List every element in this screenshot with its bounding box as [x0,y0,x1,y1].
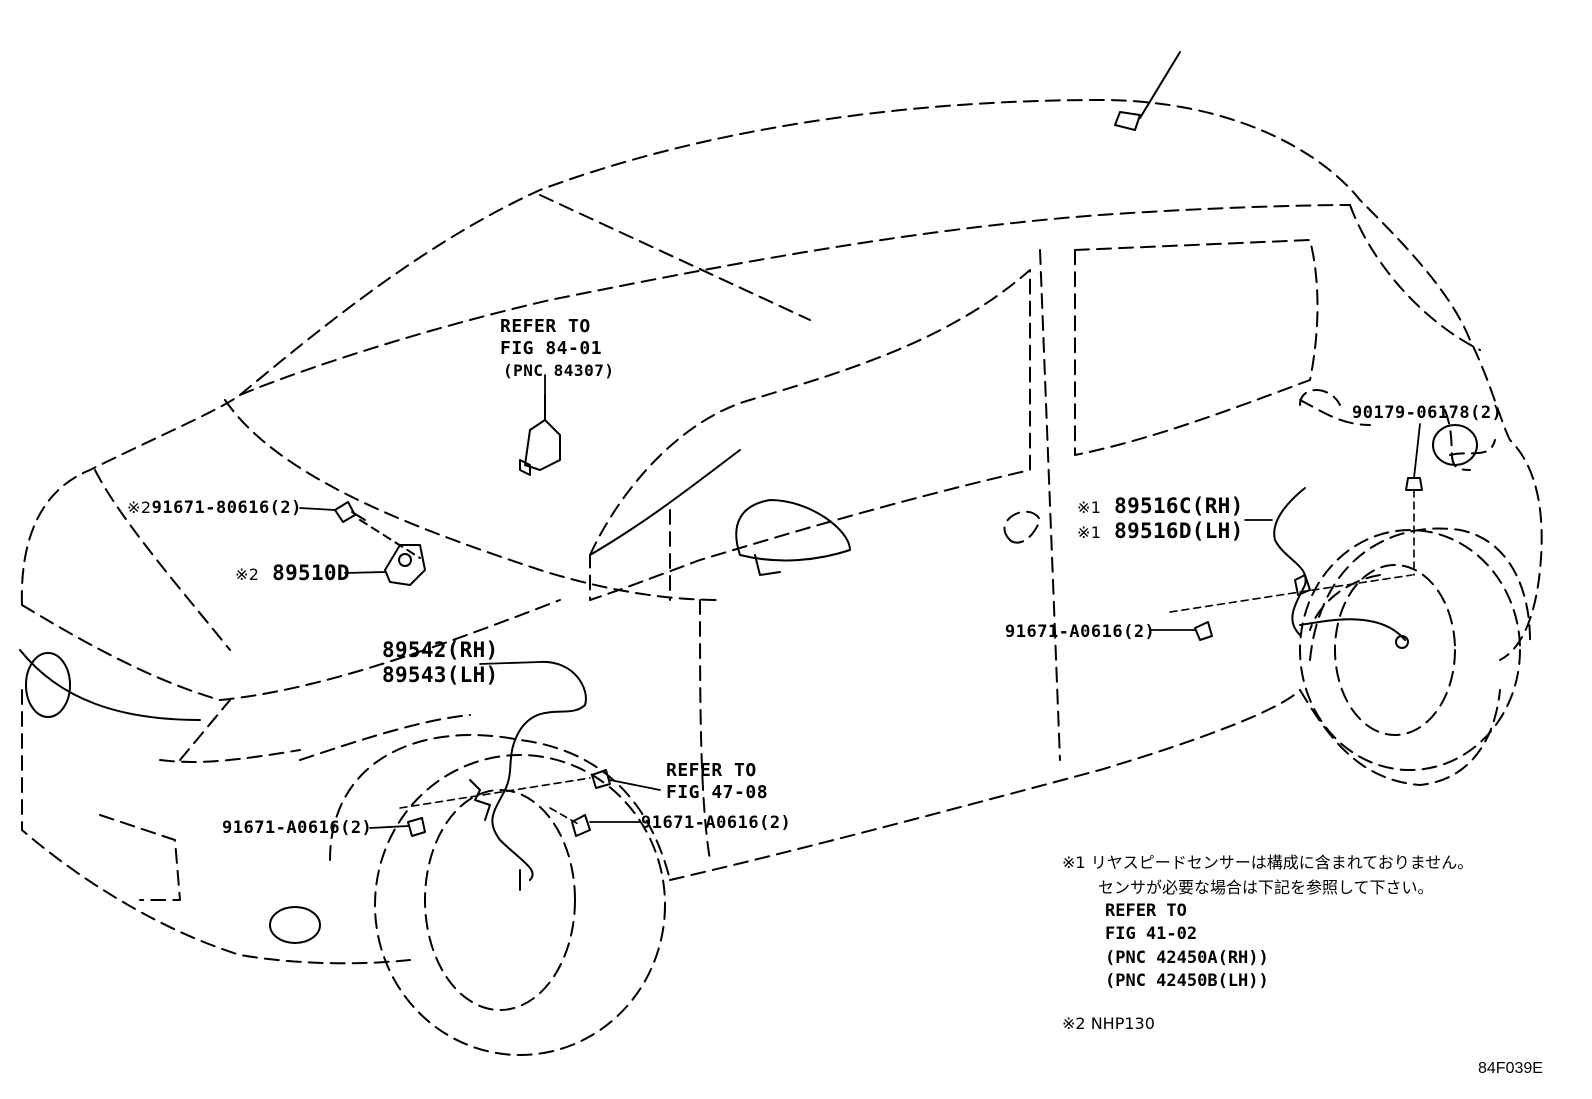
refer-fig-84-01-line1: REFER TO [500,316,591,337]
note-mark: ※2 [1062,1014,1086,1033]
refer-fig-47-08-line2: FIG 47-08 [666,782,769,803]
label-89516D-lh: ※1 89516D(LH) [1077,521,1244,542]
label-91671-A0616-rear: 91671-A0616(2) [1005,622,1156,642]
part-number: 91671-80616(2) [151,498,302,518]
label-89543-lh: 89543(LH) [382,663,499,687]
footnote-1-pnc-lh: (PNC 42450B(LH)) [1105,971,1269,991]
part-number: 89510D [272,561,350,585]
label-90179-06178: 90179-06178(2) [1352,403,1503,423]
footnote-1-pnc-rh: (PNC 42450A(RH)) [1105,948,1269,968]
body-outline [20,99,1543,965]
wheels [329,527,1531,1056]
footnote-1-fig: FIG 41-02 [1105,924,1198,944]
note-mark: ※2 [127,498,152,517]
footnote-1-refer: REFER TO [1105,901,1187,921]
leader-lines [299,374,1421,829]
note-mark: ※1 [1062,853,1086,872]
refer-fig-84-01-pnc: (PNC 84307) [503,361,615,380]
footnote-1-line2: センサが必要な場合は下記を参照して下さい。 [1098,878,1434,897]
part-number: 89516C(RH) [1114,494,1244,518]
footnote-1-line1: ※1 リヤスピードセンサーは構成に含まれておりません。 [1062,855,1473,871]
label-89510D: ※2 89510D [235,563,350,584]
body-details [19,51,1478,944]
dashed-leaders [399,489,1415,826]
part-number: 89516D(LH) [1114,519,1244,543]
label-91671-A0616-front-right: 91671-A0616(2) [641,813,792,833]
label-91671-80616: ※291671-80616(2) [127,500,302,517]
door-windows [589,239,1341,861]
note-mark: ※1 [1077,498,1102,517]
label-91671-A0616-front-left: 91671-A0616(2) [222,818,373,838]
sheet-id: 84F039E [1478,1060,1543,1077]
label-89542-rh: 89542(RH) [382,638,499,662]
note-mark: ※2 [235,565,260,584]
refer-fig-84-01-line2: FIG 84-01 [500,338,603,359]
refer-fig-47-08-line1: REFER TO [666,760,757,781]
footnote-text: リヤスピードセンサーは構成に含まれておりません。 [1090,853,1474,872]
part-sketches [334,394,1423,891]
footnote-2: ※2 NHP130 [1062,1016,1155,1032]
note-mark: ※1 [1077,523,1102,542]
label-89516C-rh: ※1 89516C(RH) [1077,496,1244,517]
footnote-text: NHP130 [1090,1014,1155,1033]
